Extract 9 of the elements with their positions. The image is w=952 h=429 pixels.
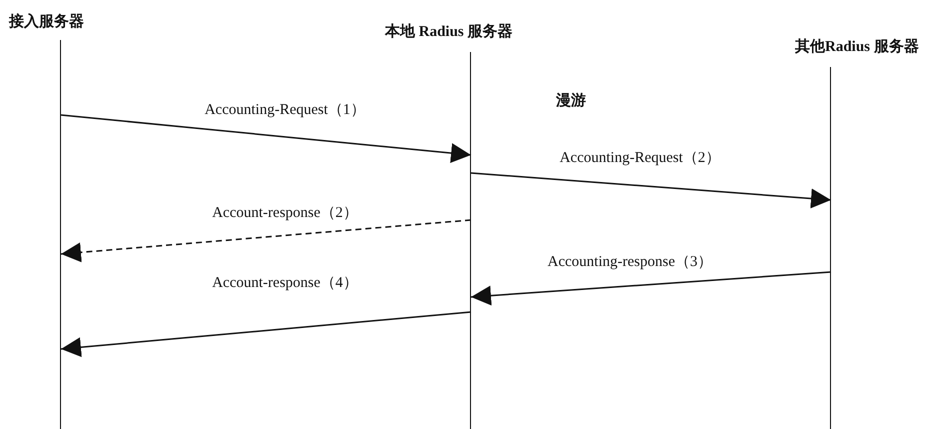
arrow: [60, 219, 472, 262]
arrow: [470, 271, 832, 306]
arrow: [60, 311, 472, 358]
server-label: 本地 Radius 服务器: [385, 22, 513, 41]
arrow: [60, 114, 472, 163]
server-label: 其他Radius 服务器: [795, 37, 919, 56]
note-label: 漫游: [556, 91, 586, 110]
server-label: 接入服务器: [9, 12, 84, 31]
arrow: [470, 172, 832, 208]
